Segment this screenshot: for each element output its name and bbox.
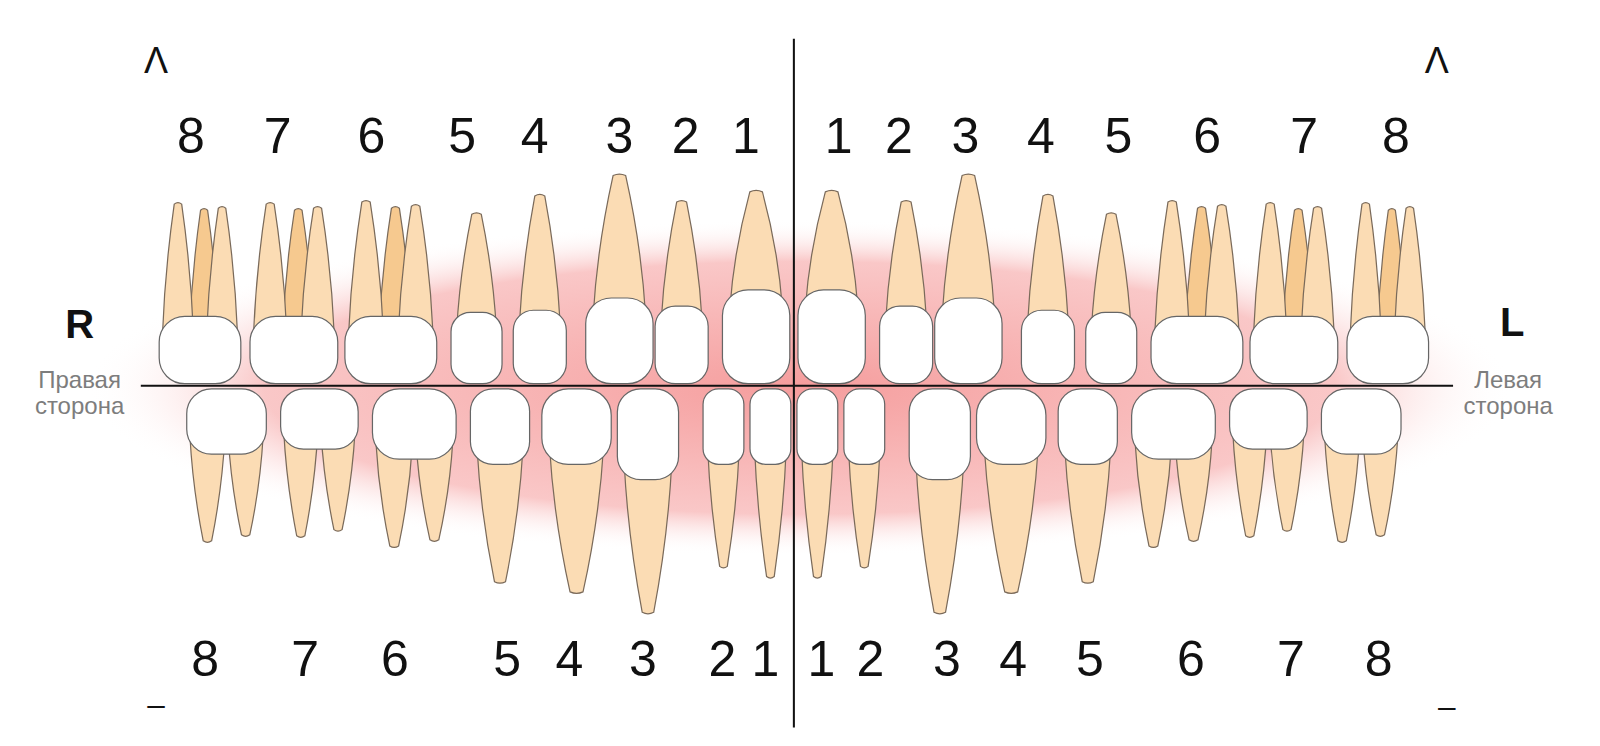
tooth-number: 1 xyxy=(808,634,836,684)
tooth-root xyxy=(942,174,995,316)
tooth-crown xyxy=(1086,312,1137,383)
tooth-number: 2 xyxy=(857,634,885,684)
tooth-number: 2 xyxy=(885,111,913,161)
tooth-root xyxy=(1204,205,1239,335)
tooth-crown xyxy=(1250,316,1338,383)
side-label: Правая сторона xyxy=(26,366,134,419)
tooth-crown xyxy=(542,389,611,465)
tooth-root xyxy=(162,203,193,335)
tooth-crown xyxy=(1230,389,1308,449)
tooth-crown xyxy=(750,389,791,465)
tooth-root xyxy=(754,446,786,578)
tooth-crown xyxy=(844,389,885,465)
side-label: Левая сторона xyxy=(1454,366,1562,419)
tooth-root xyxy=(1301,207,1334,335)
tooth-number: 8 xyxy=(1365,634,1393,684)
tooth-number: 3 xyxy=(951,111,979,161)
tooth-number: 6 xyxy=(1177,634,1205,684)
tooth-crown xyxy=(655,306,708,384)
tooth-root xyxy=(477,446,523,583)
tooth-number: 3 xyxy=(605,111,633,161)
tooth-number: 6 xyxy=(358,111,386,161)
tooth-crown xyxy=(797,389,838,465)
tooth-number: 5 xyxy=(448,111,476,161)
tooth-crown xyxy=(372,389,456,459)
tooth-root xyxy=(519,194,560,328)
tooth-number: 7 xyxy=(291,634,319,684)
tooth-number: 4 xyxy=(1027,111,1055,161)
tooth-number: 6 xyxy=(381,634,409,684)
tooth-crown xyxy=(977,389,1046,465)
tooth-number: 7 xyxy=(264,111,292,161)
tooth-number: 7 xyxy=(1290,111,1318,161)
jaw-mark: Λ xyxy=(1425,43,1449,79)
tooth-number: 4 xyxy=(521,111,549,161)
tooth-root xyxy=(549,446,603,593)
tooth-crown xyxy=(1132,389,1216,459)
tooth-number: 1 xyxy=(825,111,853,161)
jaw-mark: _ xyxy=(1439,679,1456,709)
tooth-number: 8 xyxy=(177,111,205,161)
tooth-crown xyxy=(617,389,678,480)
jaw-mark: _ xyxy=(148,677,165,707)
tooth-number: 5 xyxy=(493,634,521,684)
tooth-crown xyxy=(1021,310,1074,383)
tooth-root xyxy=(624,461,672,614)
tooth-number: 7 xyxy=(1277,634,1305,684)
tooth-number: 4 xyxy=(999,634,1027,684)
tooth-number: 1 xyxy=(751,634,779,684)
tooth-root xyxy=(207,207,238,335)
tooth-root xyxy=(1394,207,1425,335)
tooth-crown xyxy=(451,312,502,383)
tooth-number: 8 xyxy=(191,634,219,684)
tooth-number: 2 xyxy=(672,111,700,161)
tooth-number: 3 xyxy=(629,634,657,684)
tooth-number: 2 xyxy=(709,634,737,684)
tooth-crown xyxy=(1321,389,1401,454)
tooth-crown xyxy=(798,290,865,384)
tooth-crown xyxy=(470,389,529,465)
side-letter: L xyxy=(1500,302,1524,342)
tooth-root xyxy=(398,205,433,335)
midline xyxy=(793,39,795,728)
tooth-crown xyxy=(909,389,970,480)
tooth-root xyxy=(916,461,964,614)
tooth-crown xyxy=(345,316,437,383)
tooth-crown xyxy=(159,316,241,383)
tooth-crown xyxy=(703,389,744,465)
tooth-number: 5 xyxy=(1104,111,1132,161)
tooth-crown xyxy=(250,316,338,383)
tooth-crown xyxy=(281,389,359,449)
tooth-crown xyxy=(513,310,566,383)
tooth-number: 8 xyxy=(1382,111,1410,161)
tooth-root xyxy=(1065,446,1111,583)
tooth-root xyxy=(1350,203,1381,335)
occlusal-line xyxy=(141,385,1453,387)
side-letter: R xyxy=(65,304,94,344)
tooth-root xyxy=(301,207,334,335)
tooth-root xyxy=(801,446,833,578)
tooth-root xyxy=(1254,203,1287,335)
tooth-crown xyxy=(586,298,653,384)
tooth-number: 3 xyxy=(933,634,961,684)
tooth-root xyxy=(984,446,1038,593)
tooth-crown xyxy=(880,306,933,384)
tooth-root xyxy=(254,203,287,335)
tooth-crown xyxy=(935,298,1002,384)
tooth-root xyxy=(593,174,646,316)
tooth-root xyxy=(1027,194,1068,328)
tooth-number: 5 xyxy=(1076,634,1104,684)
tooth-number: 1 xyxy=(732,111,760,161)
tooth-crown xyxy=(1151,316,1243,383)
tooth-number: 4 xyxy=(555,634,583,684)
tooth-crown xyxy=(1347,316,1429,383)
tooth-crown xyxy=(722,290,789,384)
tooth-root xyxy=(349,201,384,335)
tooth-crown xyxy=(1058,389,1117,465)
tooth-crown xyxy=(187,389,267,454)
tooth-root xyxy=(1155,201,1190,335)
jaw-mark: Λ xyxy=(144,43,168,79)
tooth-number: 6 xyxy=(1193,111,1221,161)
